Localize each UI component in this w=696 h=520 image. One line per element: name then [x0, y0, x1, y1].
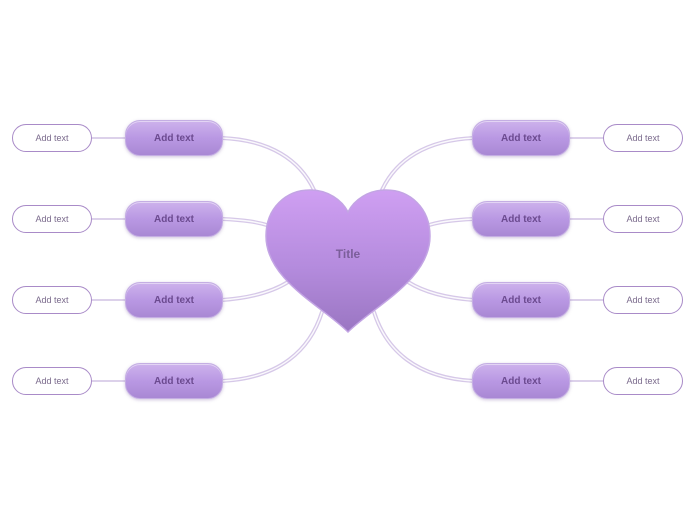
central-topic-title: Title	[335, 247, 361, 261]
subtopic-right-3[interactable]: Add text	[603, 286, 683, 314]
branch-topic-left-2[interactable]: Add text	[125, 201, 223, 237]
branch-topic-right-1[interactable]: Add text	[472, 120, 570, 156]
heart-shape	[265, 189, 431, 334]
central-topic-heart[interactable]: Title	[262, 186, 434, 336]
subtopic-left-3[interactable]: Add text	[12, 286, 92, 314]
connector-right-1	[380, 136, 476, 192]
subtopic-right-1[interactable]: Add text	[603, 124, 683, 152]
branch-topic-right-4[interactable]: Add text	[472, 363, 570, 399]
subtopic-left-4[interactable]: Add text	[12, 367, 92, 395]
branch-topic-left-4[interactable]: Add text	[125, 363, 223, 399]
subtopic-left-1[interactable]: Add text	[12, 124, 92, 152]
branch-topic-left-3[interactable]: Add text	[125, 282, 223, 318]
branch-topic-left-1[interactable]: Add text	[125, 120, 223, 156]
connector-left-1	[220, 136, 316, 192]
subtopic-right-4[interactable]: Add text	[603, 367, 683, 395]
branch-topic-right-3[interactable]: Add text	[472, 282, 570, 318]
branch-topic-right-2[interactable]: Add text	[472, 201, 570, 237]
subtopic-left-2[interactable]: Add text	[12, 205, 92, 233]
subtopic-right-2[interactable]: Add text	[603, 205, 683, 233]
